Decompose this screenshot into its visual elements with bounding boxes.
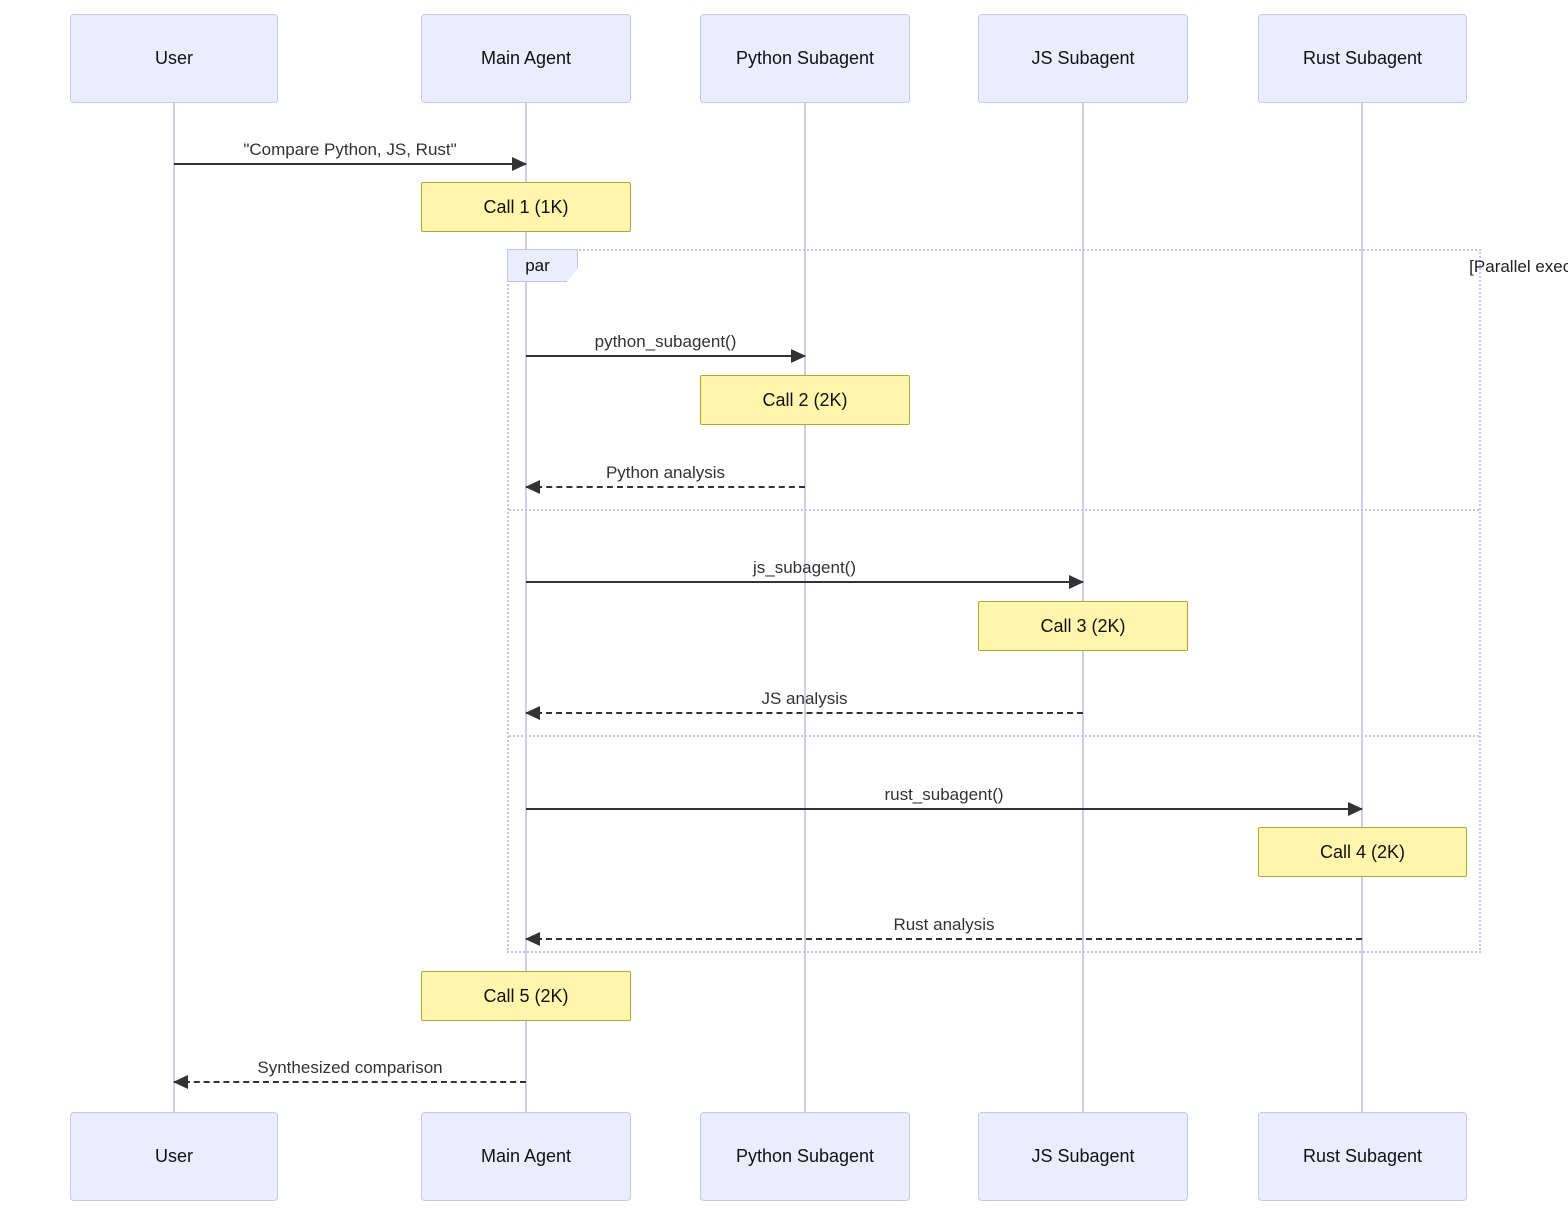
arrowhead-icon bbox=[525, 932, 540, 946]
par-block: par [Parallel execution] bbox=[507, 249, 1568, 953]
arrowhead-icon bbox=[525, 706, 540, 720]
arrowhead-icon bbox=[512, 157, 527, 171]
arrowhead-icon bbox=[791, 349, 806, 363]
participant-main-agent-bottom: Main Agent bbox=[421, 1112, 631, 1201]
message-user-request: "Compare Python, JS, Rust" bbox=[174, 139, 527, 171]
note-call-5: Call 5 (2K) bbox=[421, 971, 631, 1021]
message-js-call: js_subagent() bbox=[526, 557, 1084, 589]
participant-label: Rust Subagent bbox=[1302, 48, 1423, 68]
participant-label: JS Subagent bbox=[1031, 48, 1135, 68]
message-python-call: python_subagent() bbox=[526, 331, 806, 363]
participant-label: Main Agent bbox=[480, 48, 572, 68]
note-label: Call 5 (2K) bbox=[483, 985, 569, 1006]
participant-python-subagent-top: Python Subagent bbox=[700, 14, 910, 103]
message-user-request-arrow bbox=[174, 157, 527, 171]
participant-js-subagent-top: JS Subagent bbox=[978, 14, 1188, 103]
note-call-4: Call 4 (2K) bbox=[1258, 827, 1467, 877]
participant-user-top: User bbox=[70, 14, 278, 103]
arrowhead-icon bbox=[173, 1075, 188, 1089]
message-rust-return-label: Rust analysis bbox=[893, 915, 995, 934]
par-label-tab: par bbox=[507, 249, 578, 282]
message-js-call-arrow bbox=[526, 575, 1084, 589]
par-label: par bbox=[525, 255, 550, 275]
message-rust-return: Rust analysis bbox=[525, 914, 1362, 946]
par-condition: [Parallel execution] bbox=[1469, 257, 1568, 276]
participant-label: Main Agent bbox=[480, 1146, 572, 1166]
message-js-return-label: JS analysis bbox=[761, 689, 848, 708]
participant-label: JS Subagent bbox=[1031, 1146, 1135, 1166]
message-js-return-arrow bbox=[525, 706, 1083, 720]
par-divider-2 bbox=[509, 735, 1479, 737]
message-final-return-arrow bbox=[173, 1075, 526, 1089]
lifeline-user bbox=[173, 103, 175, 1112]
message-rust-return-arrow bbox=[525, 932, 1362, 946]
participant-label: User bbox=[154, 1146, 193, 1166]
note-label: Call 3 (2K) bbox=[1040, 615, 1126, 636]
lifeline-python-subagent bbox=[804, 103, 806, 1112]
note-label: Call 2 (2K) bbox=[762, 389, 848, 410]
participant-label: Python Subagent bbox=[735, 1146, 875, 1166]
participant-label: Python Subagent bbox=[735, 48, 875, 68]
note-call-3: Call 3 (2K) bbox=[978, 601, 1188, 651]
note-call-1: Call 1 (1K) bbox=[421, 182, 631, 232]
message-python-return-arrow bbox=[525, 480, 805, 494]
participant-main-agent-top: Main Agent bbox=[421, 14, 631, 103]
participant-label: Rust Subagent bbox=[1302, 1146, 1423, 1166]
participant-user-bottom: User bbox=[70, 1112, 278, 1201]
message-final-return: Synthesized comparison bbox=[173, 1057, 526, 1089]
message-rust-call-label: rust_subagent() bbox=[884, 785, 1004, 804]
lifeline-rust-subagent bbox=[1361, 103, 1363, 1112]
participant-rust-subagent-bottom: Rust Subagent bbox=[1258, 1112, 1467, 1201]
arrowhead-icon bbox=[1069, 575, 1084, 589]
message-js-call-label: js_subagent() bbox=[752, 558, 856, 577]
par-divider-1 bbox=[509, 509, 1479, 511]
participant-label: User bbox=[154, 48, 193, 68]
message-final-return-label: Synthesized comparison bbox=[257, 1058, 443, 1077]
lifeline-main-agent bbox=[525, 103, 527, 1112]
arrowhead-icon bbox=[525, 480, 540, 494]
message-js-return: JS analysis bbox=[525, 688, 1083, 720]
message-python-call-label: python_subagent() bbox=[594, 332, 737, 351]
message-python-call-arrow bbox=[526, 349, 806, 363]
message-python-return-label: Python analysis bbox=[605, 463, 726, 482]
note-label: Call 4 (2K) bbox=[1319, 841, 1406, 862]
message-python-return: Python analysis bbox=[525, 462, 805, 494]
message-rust-call: rust_subagent() bbox=[526, 784, 1363, 816]
arrowhead-icon bbox=[1348, 802, 1363, 816]
note-call-2: Call 2 (2K) bbox=[700, 375, 910, 425]
message-user-request-label: "Compare Python, JS, Rust" bbox=[243, 140, 457, 159]
note-label: Call 1 (1K) bbox=[483, 196, 569, 217]
message-rust-call-arrow bbox=[526, 802, 1363, 816]
participant-js-subagent-bottom: JS Subagent bbox=[978, 1112, 1188, 1201]
participant-rust-subagent-top: Rust Subagent bbox=[1258, 14, 1467, 103]
participant-python-subagent-bottom: Python Subagent bbox=[700, 1112, 910, 1201]
